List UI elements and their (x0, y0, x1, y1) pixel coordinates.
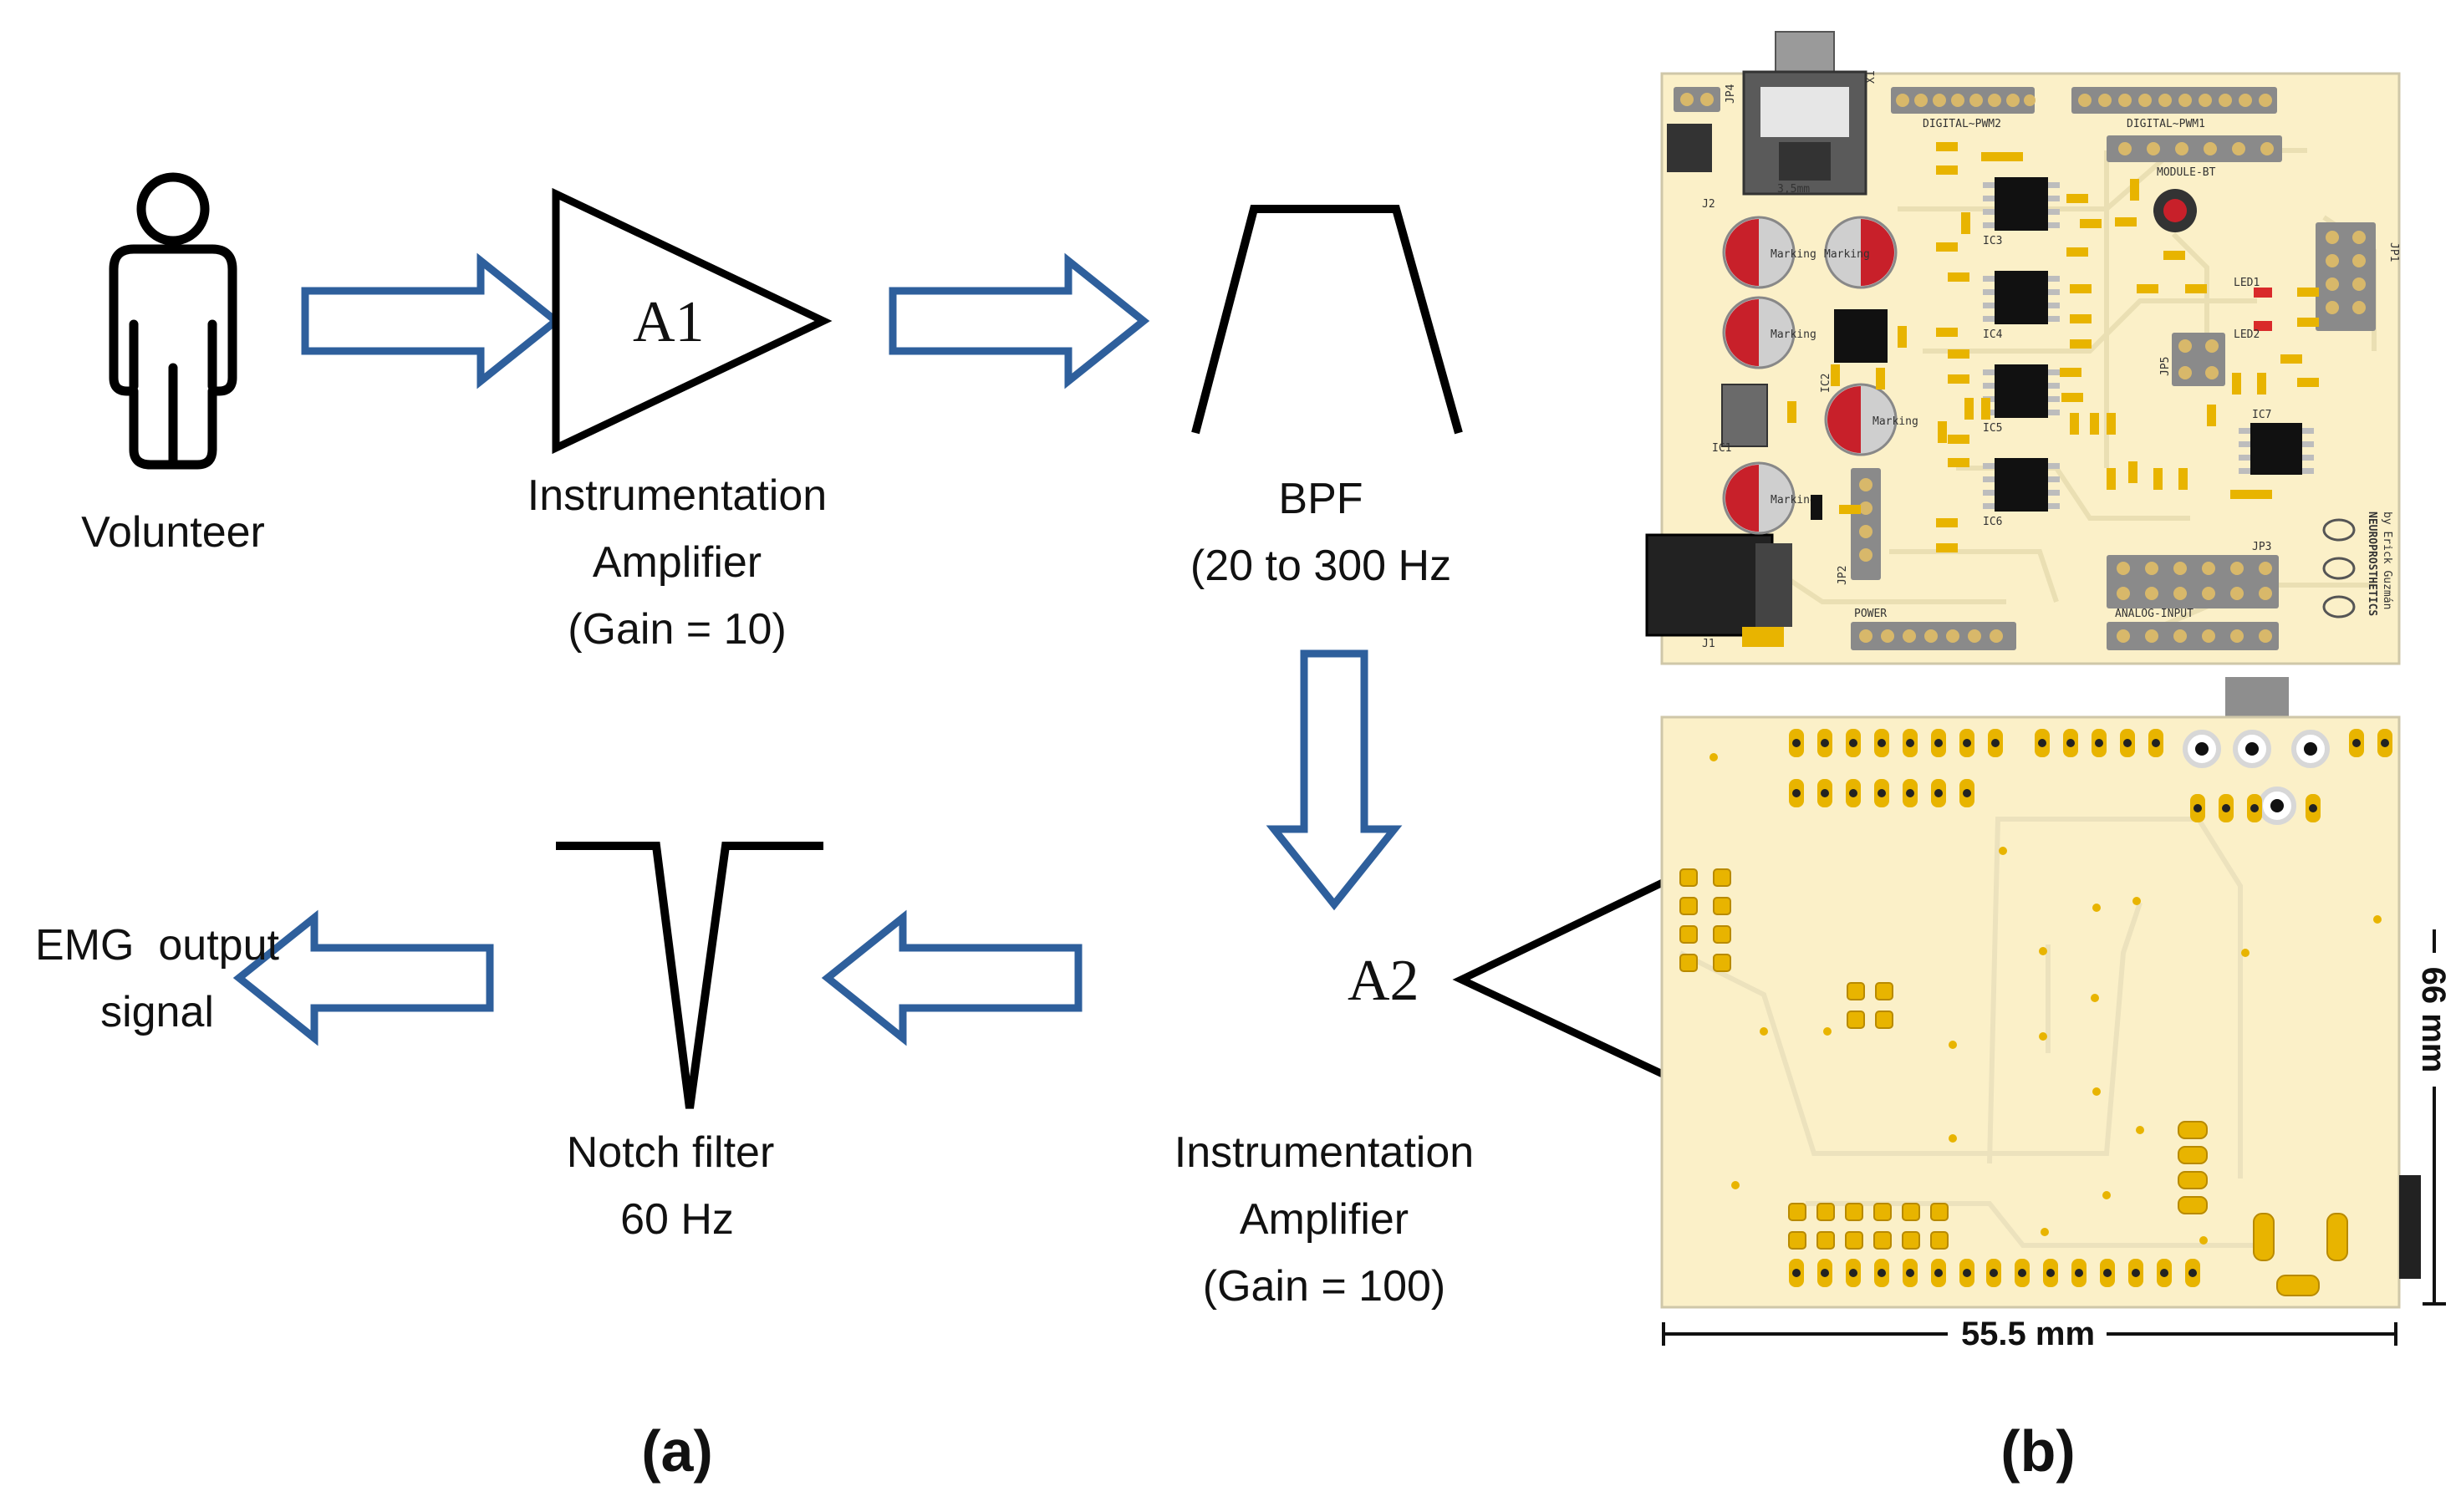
header-jp4 (1674, 87, 1720, 112)
led1 (2254, 288, 2272, 298)
amplifier-a2-symbol-label: A2 (1348, 949, 1419, 1013)
flow-arrow-4 (828, 918, 1078, 1038)
panel-a-caption: (a) (641, 1418, 713, 1484)
bpf-label-line2: (20 to 300 Hz (1190, 542, 1451, 590)
panel-b-pcb: Marking Marking Marking Marking Marking (1645, 31, 2452, 1484)
header-digital-pwm2 (1891, 87, 2036, 114)
notch-label-line1: Notch filter (567, 1128, 775, 1177)
bottom-through-holes (1792, 739, 2389, 1277)
silk-ic1: IC1 (1712, 442, 1731, 455)
flow-arrow-3 (1274, 654, 1394, 904)
silk-ic4: IC4 (1983, 328, 2003, 341)
bottom-slot-pads (2253, 1213, 2348, 1296)
height-dimension (2423, 929, 2446, 1306)
notch-filter-symbol (556, 842, 823, 1109)
flow-arrow-1 (305, 261, 556, 381)
amplifier-a1-symbol-label: A1 (633, 290, 705, 354)
bandpass-filter-symbol (1191, 205, 1463, 435)
diode-d1 (1811, 495, 1822, 520)
soic-chips (1834, 177, 2302, 512)
silk-digital-pwm1: DIGITAL~PWM1 (2127, 118, 2205, 130)
header-analog-input (2107, 622, 2279, 650)
silk-jp1: JP1 (2387, 242, 2400, 262)
height-dimension-label: 66 mm (2415, 967, 2452, 1073)
silk-led1: LED1 (2234, 277, 2260, 289)
silk-module-bt: MODULE-BT (2157, 166, 2216, 179)
silk-jp3: JP3 (2252, 541, 2271, 553)
amplifier-a2-label-line2: Amplifier (1240, 1195, 1409, 1244)
header-digital-pwm1 (2071, 87, 2277, 114)
silk-brand: NEUROPROSTHETICS (2366, 512, 2378, 616)
silk-ic3: IC3 (1983, 235, 2002, 247)
volunteer-icon (109, 172, 237, 470)
silk-jack-size: 3,5mm (1777, 183, 1810, 196)
electrolytic-capacitors: Marking Marking Marking Marking Marking (1722, 216, 1918, 535)
svg-text:Marking: Marking (1771, 494, 1816, 507)
panel-a-block-diagram: Volunteer A1 Instrumentation Amplifier (… (35, 172, 1736, 1484)
bottom-vias (1709, 753, 2382, 1245)
volunteer-label: Volunteer (81, 508, 265, 557)
header-module-bt (2107, 135, 2282, 162)
silk-jp5: JP5 (2159, 357, 2172, 376)
connector-j2 (1667, 124, 1712, 172)
amplifier-a1-label-line1: Instrumentation (527, 471, 827, 520)
silk-j1: J1 (1702, 638, 1715, 650)
silk-jp2: JP2 (1837, 566, 1849, 585)
amplifier-a2-label-line3: (Gain = 100) (1203, 1262, 1446, 1311)
regulator-ic1 (1721, 384, 1768, 447)
svg-text:Marking: Marking (1824, 248, 1870, 261)
silk-j2: J2 (1702, 198, 1715, 211)
silk-digital-pwm2: DIGITAL~PWM2 (1923, 118, 2001, 130)
pcb-top-view: Marking Marking Marking Marking Marking (1645, 31, 2401, 665)
silk-analog-input: ANALOG-INPUT (2115, 608, 2194, 620)
neuroprosthetics-logo-mark (2322, 518, 2356, 619)
smd-passives (1787, 142, 2319, 552)
silk-led2: LED2 (2234, 328, 2260, 341)
amplifier-a1-symbol (552, 187, 833, 455)
bottom-square-pads (1679, 868, 2208, 1250)
header-jp1 (2316, 222, 2376, 331)
silk-author: by Erick Guzmán (2381, 512, 2393, 609)
amplifier-a1-label-line2: Amplifier (593, 538, 762, 587)
amplifier-a1-label-line3: (Gain = 10) (568, 605, 787, 654)
mounting-pads-top-right (2183, 730, 2330, 825)
silk-x1: X1 (1865, 70, 1878, 84)
pcb-silkscreen-labels: DIGITAL~PWM2 DIGITAL~PWM1 MODULE-BT POWE… (1702, 70, 2400, 650)
dc-jack-j1 (1645, 533, 1792, 647)
silk-ic5: IC5 (1983, 422, 2002, 435)
pcb-bottom-view (1660, 677, 2421, 1309)
header-jp5 (2172, 333, 2225, 386)
silk-ic6: IC6 (1983, 516, 2002, 528)
width-dimension-label: 55.5 mm (1961, 1316, 2095, 1352)
header-jp3 (2107, 555, 2279, 608)
output-label-line2: signal (100, 988, 214, 1036)
led2 (2254, 321, 2272, 331)
svg-text:Marking: Marking (1872, 415, 1918, 428)
width-dimension (1662, 1322, 2397, 1346)
header-jp2 (1851, 468, 1881, 580)
pcb-bottom-side-connector (2399, 1175, 2421, 1279)
audio-jack-x1 (1742, 31, 1867, 196)
output-label-line1: EMG output (35, 921, 279, 970)
header-power (1851, 622, 2016, 650)
notch-label-line2: 60 Hz (620, 1195, 734, 1244)
amplifier-a2-label-line1: Instrumentation (1174, 1128, 1474, 1177)
silk-ic7: IC7 (2252, 409, 2271, 421)
flow-arrow-2 (893, 261, 1144, 381)
silk-ic2: IC2 (1820, 374, 1832, 393)
trimmer-potentiometer (2153, 189, 2197, 232)
svg-text:Marking: Marking (1771, 248, 1816, 261)
panel-b-caption: (b) (2000, 1418, 2075, 1484)
bpf-label-line1: BPF (1278, 475, 1363, 523)
silk-jp4: JP4 (1725, 84, 1737, 104)
svg-text:Marking: Marking (1771, 328, 1816, 341)
silk-power: POWER (1854, 608, 1887, 620)
pcb-bottom-connector-tab (2225, 677, 2289, 717)
